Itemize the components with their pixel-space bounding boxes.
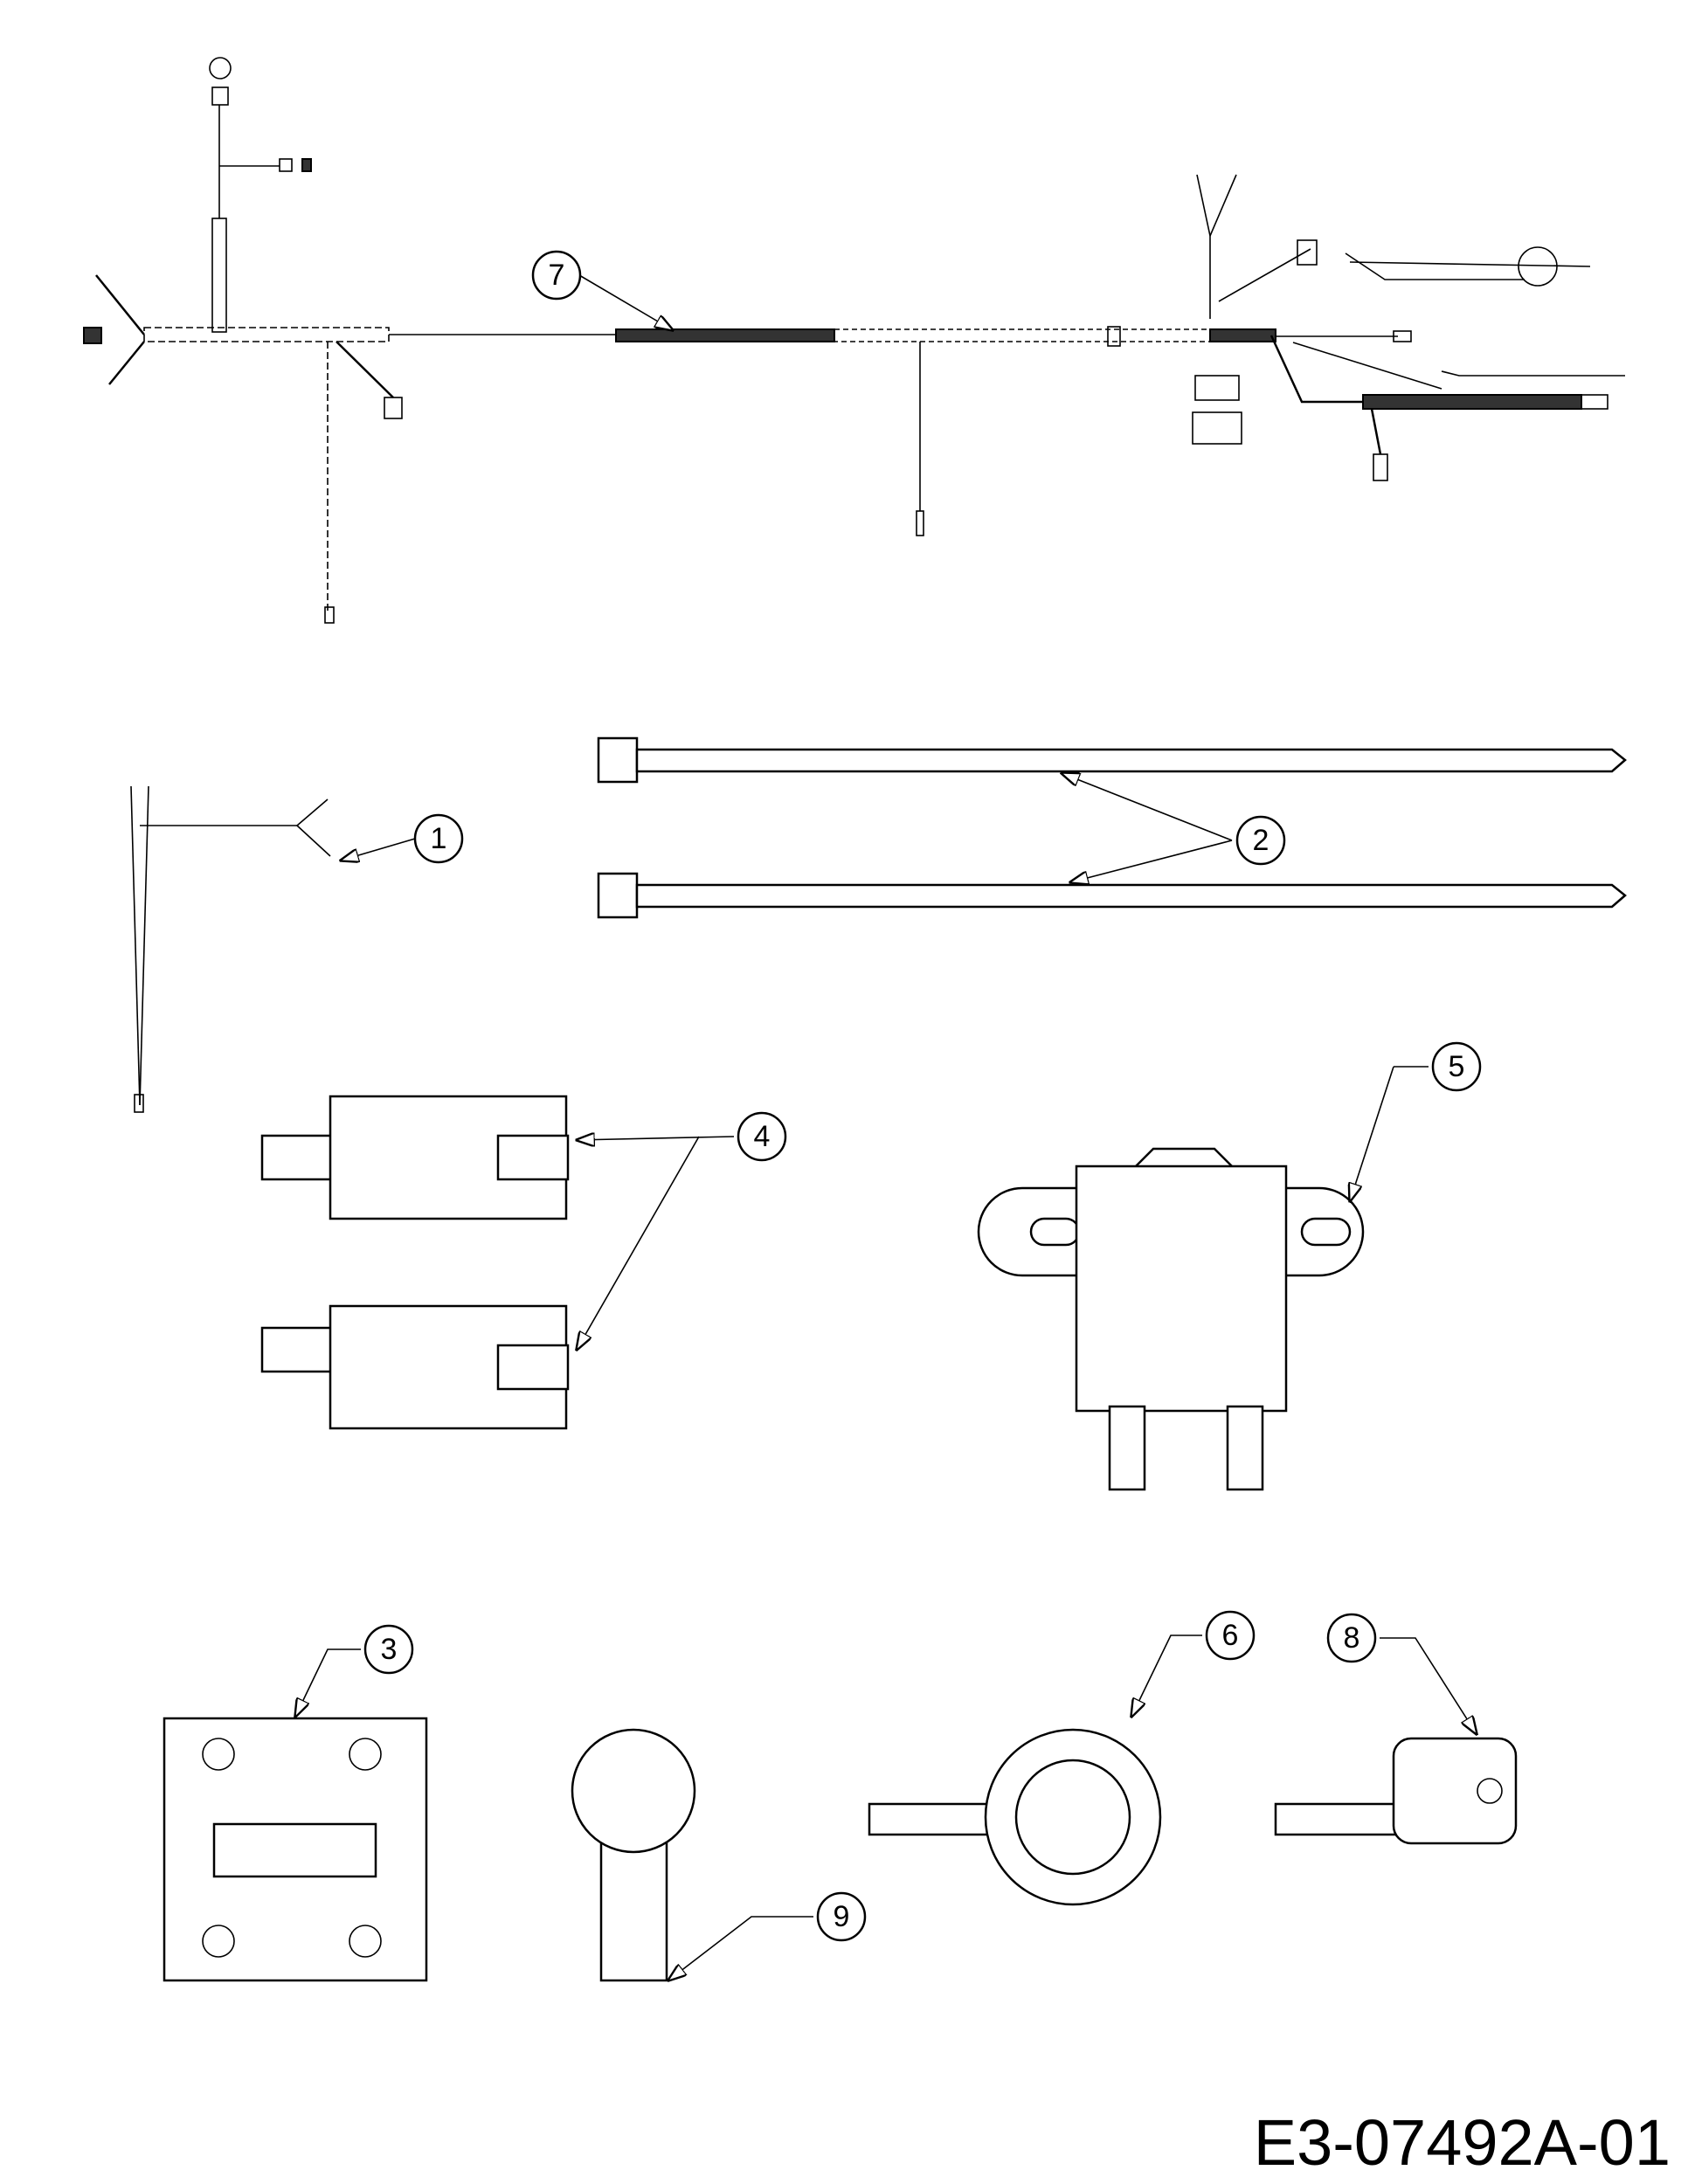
mounting-plate [163, 1717, 428, 1982]
callout-6: 6 [1205, 1610, 1256, 1661]
callout-4-label: 4 [754, 1120, 771, 1153]
document-id: E3-07492A-01 [1254, 2106, 1671, 2179]
callout-1-label: 1 [431, 822, 447, 855]
callout-8: 8 [1326, 1613, 1377, 1663]
callout-7: 7 [531, 250, 582, 301]
leader-lines [295, 274, 1477, 1980]
callout-5: 5 [1431, 1041, 1482, 1092]
callout-3-label: 3 [381, 1633, 398, 1666]
callout-8-label: 8 [1344, 1621, 1360, 1655]
wiring-harness [83, 57, 1625, 624]
solenoid [977, 1147, 1365, 1491]
callout-7-label: 7 [549, 259, 565, 292]
callout-9: 9 [816, 1891, 867, 1942]
ignition-switch [868, 1728, 1162, 1906]
callout-1: 1 [413, 813, 464, 864]
callout-4: 4 [737, 1111, 787, 1162]
cable-ties [597, 736, 1627, 919]
callout-2-label: 2 [1253, 824, 1269, 857]
callout-6-label: 6 [1222, 1619, 1239, 1652]
callout-3: 3 [363, 1624, 414, 1675]
knob [571, 1728, 696, 1982]
plunger-switches [260, 1095, 570, 1430]
callout-9-label: 9 [834, 1900, 850, 1933]
callout-5-label: 5 [1449, 1050, 1465, 1083]
callout-2: 2 [1235, 815, 1286, 866]
wire-lead [130, 785, 331, 1113]
key [1274, 1737, 1518, 1845]
